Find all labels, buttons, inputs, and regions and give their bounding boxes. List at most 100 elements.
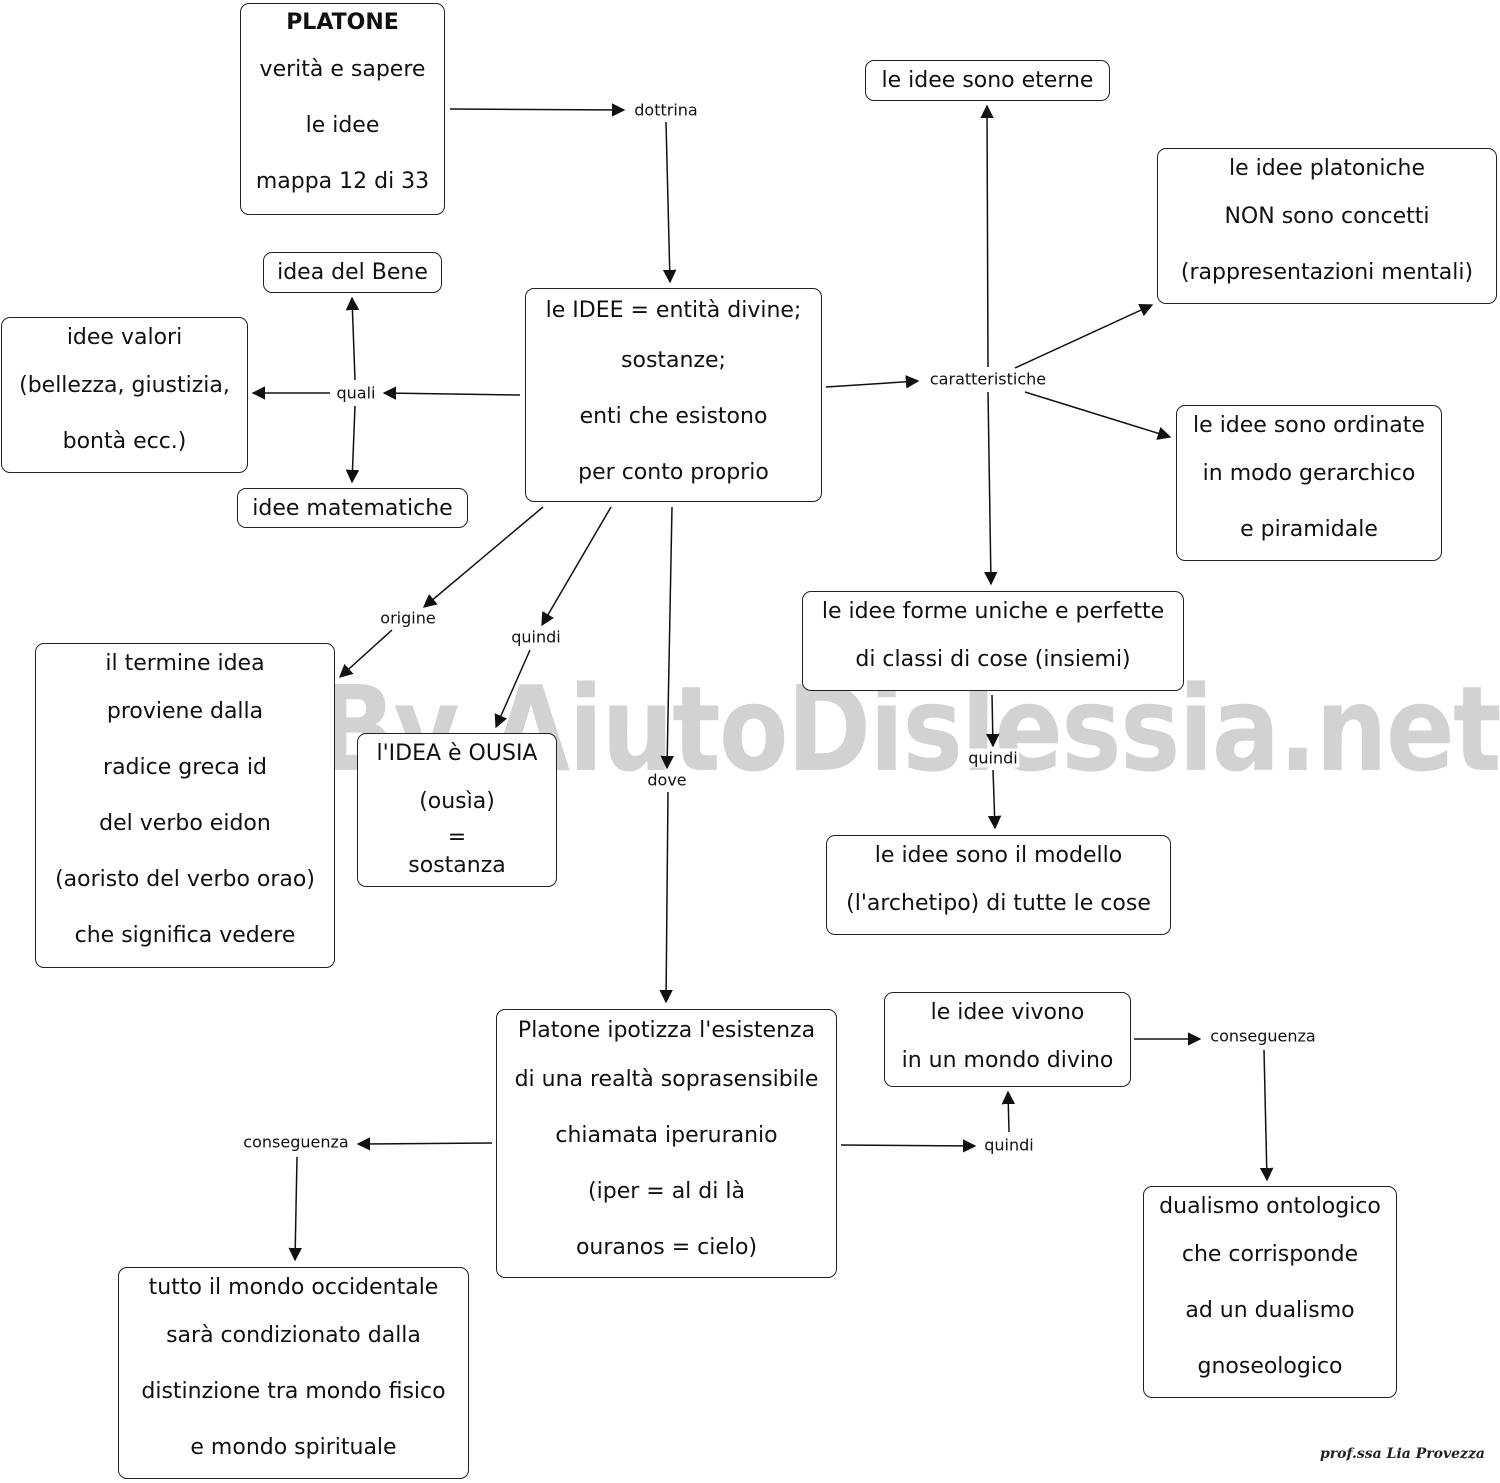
node-line: chiamata iperuranio [555,1123,778,1148]
node-line: gnoseologico [1197,1354,1343,1379]
edge-conseguenza-dualismo [1259,1049,1274,1182]
node-line: radice greca id [103,755,267,780]
node-line: idee matematiche [252,496,453,521]
node-idea-bene: idea del Bene [263,252,442,293]
node-modello: le idee sono il modello (l'archetipo) di… [826,835,1171,935]
link-label-caratteristiche: caratteristiche [927,369,1049,389]
node-line: PLATONE [286,10,399,35]
node-line: in un mondo divino [901,1048,1114,1073]
node-idee-valori: idee valori (bellezza, giustizia, bontà … [1,317,248,473]
node-line: e mondo spirituale [190,1435,397,1460]
edge-caratteristiche-platoniche [1014,303,1154,369]
node-line: Platone ipotizza l'esistenza [517,1018,816,1043]
link-label-origine: origine [378,608,438,628]
node-line: le idee sono eterne [881,68,1094,93]
link-label-dottrina: dottrina [632,100,700,120]
edge-conseguenza-occidentale [288,1156,302,1262]
edge-quindi-ousia [494,649,531,729]
node-line: del verbo eidon [99,811,271,836]
edge-platone-dottrina [449,103,626,117]
node-line: (iper = al di là [588,1179,745,1204]
edge-quali-matematiche [345,405,360,484]
edge-idee-caratteristiche [825,375,920,389]
node-line: (ousìa) [419,789,495,814]
node-line: idea del Bene [277,260,428,285]
edge-origine-termine [338,629,393,678]
link-label-conseguenza: conseguenza [241,1132,351,1152]
node-line: le IDEE = entità divine; [545,298,802,323]
node-line: di una realtà soprasensibile [514,1067,819,1092]
node-line: sarà condizionato dalla [166,1323,421,1348]
node-line: sostanze; [621,348,726,373]
edge-forme-quindi [986,694,1000,748]
node-line: sostanza [408,853,506,878]
node-line: distinzione tra mondo fisico [141,1379,446,1404]
node-occidentale: tutto il mondo occidentale sarà condizio… [118,1267,469,1479]
node-line: per conto proprio [578,460,769,485]
node-line: di classi di cose (insiemi) [855,647,1131,672]
node-iperuranio: Platone ipotizza l'esistenza di una real… [496,1009,837,1278]
edge-quindi-vivono [1001,1090,1016,1133]
node-line: e piramidale [1240,517,1378,542]
link-label-conseguenza: conseguenza [1208,1026,1318,1046]
link-label-quali: quali [334,383,378,403]
link-label-quindi: quindi [966,748,1020,768]
node-ousia: l'IDEA è OUSIA (ousìa) = sostanza [357,733,557,887]
node-line: mappa 12 di 33 [255,169,430,194]
node-line: verità e sapere [259,57,426,82]
node-line: = [447,825,467,850]
node-line: ad un dualismo [1185,1298,1355,1323]
edge-dove-iperuranio [659,791,673,1004]
node-line: il termine idea [105,651,265,676]
edge-caratteristiche-ordinate [1024,391,1172,440]
node-line: bontà ecc.) [62,429,187,454]
node-line: in modo gerarchico [1202,461,1416,486]
edge-iperuranio-conseguenza [356,1137,493,1151]
node-line: (l'archetipo) di tutte le cose [846,891,1151,916]
edge-idee-quali [382,386,521,400]
node-line: le idee [305,113,380,138]
node-line: l'IDEA è OUSIA [376,741,538,766]
node-dualismo: dualismo ontologico che corrisponde ad u… [1143,1186,1397,1398]
edge-idee-quindi [541,506,612,627]
edge-caratteristiche-eterne [980,104,994,368]
node-termine-idea: il termine idea proviene dalla radice gr… [35,643,335,968]
node-line: idee valori [66,325,183,350]
node-line: tutto il mondo occidentale [148,1275,439,1300]
link-label-quindi: quindi [982,1135,1036,1155]
node-line: le idee platoniche [1228,156,1426,181]
node-ordinate: le idee sono ordinate in modo gerarchico… [1176,405,1442,561]
node-line: che significa vedere [74,923,296,948]
node-line: NON sono concetti [1224,204,1430,229]
edge-idee-origine [422,506,544,608]
node-line: proviene dalla [106,699,264,724]
node-idee-matematiche: idee matematiche [237,488,468,528]
node-line: (rappresentazioni mentali) [1180,260,1474,285]
edge-caratteristiche-forme [984,391,998,586]
edge-quindi-modello [987,769,1002,830]
node-platoniche: le idee platoniche NON sono concetti (ra… [1157,148,1497,304]
node-line: le idee vivono [930,1000,1085,1025]
edge-dottrina-idee [662,121,677,284]
node-vivono: le idee vivono in un mondo divino [884,992,1131,1087]
node-platone: PLATONE verità e sapere le idee mappa 12… [240,3,445,215]
node-line: le idee sono ordinate [1193,413,1425,438]
node-line: che corrisponde [1181,1242,1359,1267]
node-forme: le idee forme uniche e perfette di class… [802,591,1184,691]
edge-idee-dove [660,506,674,770]
node-line: le idee forme uniche e perfette [821,599,1165,624]
edge-iperuranio-quindi [840,1139,977,1153]
node-line: ouranos = cielo) [575,1235,758,1260]
edge-quali-bene [345,296,360,381]
node-line: le idee sono il modello [874,843,1123,868]
node-line: (aoristo del verbo orao) [55,867,315,892]
link-label-quindi: quindi [509,627,563,647]
node-line: enti che esistono [579,404,768,429]
author-signature: prof.ssa Lia Provezza [1320,1446,1485,1462]
node-line: dualismo ontologico [1159,1194,1381,1219]
node-line: (bellezza, giustizia, [19,373,230,398]
link-label-dove: dove [645,770,689,790]
node-idee-entita: le IDEE = entità divine; sostanze; enti … [525,288,822,502]
